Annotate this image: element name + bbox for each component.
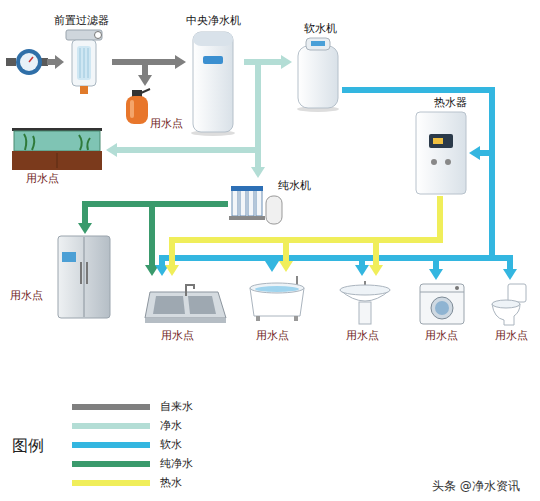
- water-pipe: [342, 90, 517, 280]
- arrow-head: [369, 265, 383, 276]
- water-heater-icon: [416, 112, 466, 194]
- water-pipe: [369, 196, 440, 276]
- node-label: 用水点: [150, 117, 183, 130]
- water-pipe: [342, 90, 492, 280]
- bathtub-icon: [250, 276, 304, 321]
- toilet-icon: [492, 284, 526, 325]
- central-purifier-icon: [191, 32, 235, 136]
- node-label: 用水点: [256, 329, 289, 342]
- water-pipe: [279, 196, 440, 272]
- pre-filter-icon: [66, 30, 102, 94]
- arrow-head: [279, 261, 293, 272]
- sprayer-icon: [126, 89, 150, 124]
- arrow-head: [251, 167, 265, 178]
- arrow-head: [106, 143, 117, 157]
- device-box: 热水器: [414, 96, 469, 196]
- legend-swatch: [72, 404, 150, 410]
- node-label: 中央净水机: [186, 14, 241, 27]
- arrow-head: [355, 265, 369, 276]
- arrow-head: [175, 55, 186, 69]
- water-point: 用水点: [336, 276, 394, 344]
- node-label: 用水点: [161, 329, 194, 342]
- washing-machine-icon: [420, 284, 464, 324]
- sink-icon: [145, 285, 226, 323]
- water-point: 用水点: [246, 272, 308, 344]
- pipe-line: [272, 90, 492, 262]
- legend-text: 净水: [160, 419, 182, 432]
- node-label: 前置过滤器: [54, 14, 109, 27]
- device-box: 纯水机: [228, 178, 314, 230]
- water-point: 用水点: [10, 128, 106, 187]
- legend-swatch: [72, 480, 150, 486]
- legend-swatch: [72, 461, 150, 467]
- water-pipe: [106, 62, 258, 157]
- arrow-head: [281, 55, 292, 69]
- water-pipe: [265, 90, 492, 272]
- node-label: 用水点: [346, 329, 379, 342]
- arrow-head: [78, 223, 92, 234]
- legend-text: 纯净水: [160, 457, 193, 470]
- node-label: 用水点: [26, 172, 59, 185]
- arrow-head: [503, 269, 517, 280]
- water-pipe: [165, 196, 440, 276]
- softener-icon: [297, 38, 339, 112]
- fridge-icon: [58, 236, 110, 318]
- device-box: 软水机: [292, 22, 342, 112]
- node-label: 热水器: [434, 96, 467, 109]
- pipe-line: [286, 196, 440, 262]
- ro-machine-icon: [229, 186, 282, 224]
- node-label: 用水点: [495, 329, 528, 342]
- water-pipe: [112, 62, 152, 86]
- pipe-line: [172, 196, 440, 266]
- node-label: 纯水机: [278, 179, 311, 192]
- water-meter-icon: [6, 49, 48, 75]
- water-point: 用水点: [145, 276, 227, 344]
- arrow-head: [429, 269, 443, 280]
- node-label: 软水机: [304, 22, 337, 35]
- water-point: 用水点: [124, 86, 186, 132]
- basin-icon: [340, 281, 390, 324]
- device-box: 中央净水机: [186, 14, 244, 136]
- arrow-head: [469, 146, 480, 160]
- legend-swatch: [72, 442, 150, 448]
- water-point: 用水点: [8, 234, 114, 322]
- pipe-line: [112, 62, 145, 76]
- water-point: 用水点: [488, 280, 534, 344]
- fish-tank-icon: [12, 128, 102, 170]
- pipe-line: [376, 196, 440, 266]
- legend-text: 软水: [160, 438, 182, 451]
- legend-text: 热水: [160, 476, 182, 489]
- water-pipe: [244, 62, 265, 178]
- watermark: 头条 @净水资讯: [432, 479, 520, 494]
- water-point: 用水点: [416, 280, 468, 344]
- arrow-head: [138, 75, 152, 86]
- node-label: 用水点: [425, 329, 458, 342]
- device-box: 前置过滤器: [54, 14, 112, 96]
- legend-text: 自来水: [160, 400, 193, 413]
- pipe-line: [116, 62, 258, 150]
- node-label: 用水点: [10, 289, 43, 302]
- legend-swatch: [72, 423, 150, 429]
- arrow-head: [165, 265, 179, 276]
- meter-arrow: [47, 55, 64, 69]
- water-pipe: [342, 90, 492, 276]
- legend-heading: 图例: [12, 436, 44, 455]
- arrow-head: [265, 261, 279, 272]
